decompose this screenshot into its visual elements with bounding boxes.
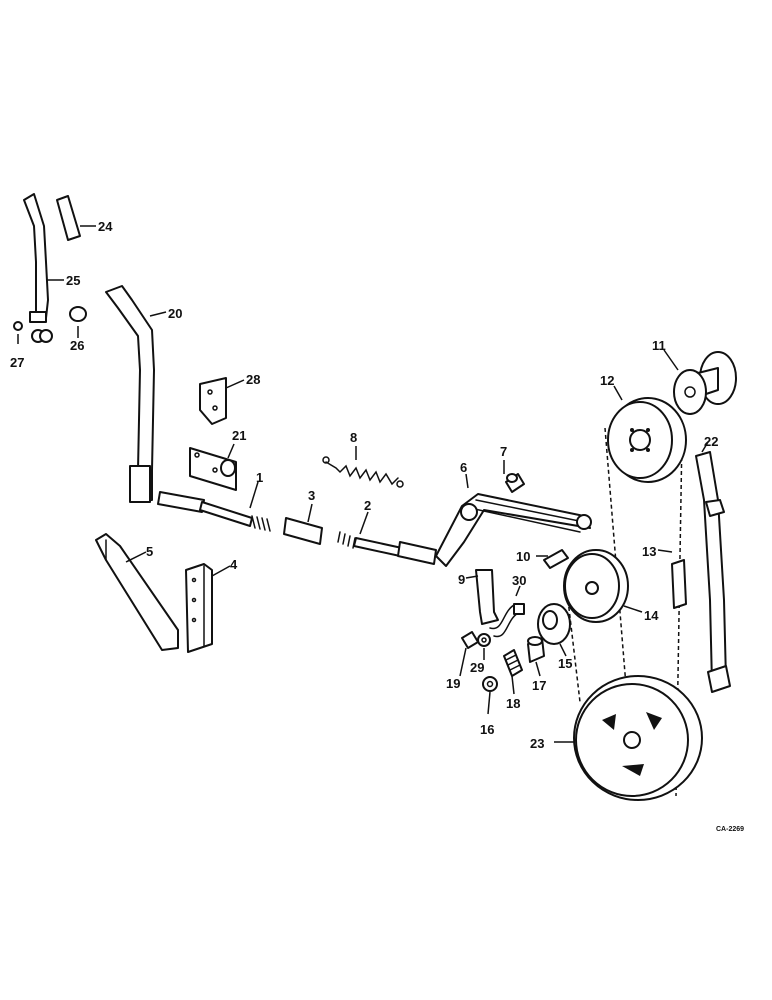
callout-5: 5 xyxy=(146,544,153,559)
part-29-fitting xyxy=(477,633,491,647)
part-27-nut xyxy=(13,321,23,331)
part-10-pin xyxy=(543,549,569,569)
part-24-handle-grip xyxy=(56,195,81,241)
part-3-coupling xyxy=(283,517,323,545)
part-2-rod xyxy=(337,531,437,565)
part-13-key xyxy=(671,559,687,609)
callout-24: 24 xyxy=(98,219,113,234)
callout-4: 4 xyxy=(230,557,238,572)
part-9-bracket xyxy=(475,569,499,625)
callout-15: 15 xyxy=(558,656,572,671)
part-28-bracket-plate xyxy=(199,377,227,425)
callout-3: 3 xyxy=(308,488,315,503)
callout-8: 8 xyxy=(350,430,357,445)
part-30-line xyxy=(489,603,525,638)
callout-26: 26 xyxy=(70,338,84,353)
callout-21: 21 xyxy=(232,428,246,443)
callout-25: 25 xyxy=(66,273,80,288)
part-5-bracket-arm xyxy=(95,533,179,651)
callout-13: 13 xyxy=(642,544,656,559)
part-17-bushing xyxy=(527,636,545,663)
callout-9: 9 xyxy=(458,572,465,587)
callout-10: 10 xyxy=(516,549,530,564)
callout-17: 17 xyxy=(532,678,546,693)
drawing-code: CA-2269 xyxy=(716,826,744,833)
part-7-pin xyxy=(505,473,525,493)
part-6-bell-crank-arm xyxy=(435,493,592,567)
callout-30: 30 xyxy=(512,573,526,588)
part-16-washer xyxy=(482,676,498,692)
callout-6: 6 xyxy=(460,460,467,475)
callout-22: 22 xyxy=(704,434,718,449)
part-22-support-bar xyxy=(695,451,731,693)
part-21-pivot-plate xyxy=(189,447,237,491)
callout-28: 28 xyxy=(246,372,260,387)
part-15-hub xyxy=(537,603,571,645)
part-20-control-lever xyxy=(105,285,155,503)
part-25-lever xyxy=(23,193,53,343)
callout-18: 18 xyxy=(506,696,520,711)
callout-7: 7 xyxy=(500,444,507,459)
callout-20: 20 xyxy=(168,306,182,321)
part-23-pulley xyxy=(573,675,703,801)
callout-labels: 24 25 27 26 20 28 21 1 8 3 2 7 6 10 9 5 … xyxy=(10,219,744,833)
callout-23: 23 xyxy=(530,736,544,751)
callout-12: 12 xyxy=(600,373,614,388)
callout-29: 29 xyxy=(470,660,484,675)
part-26-bushing xyxy=(69,306,87,322)
part-19-fitting xyxy=(461,631,479,649)
part-11-flange-coupling xyxy=(673,351,737,415)
part-8-spring xyxy=(322,456,404,488)
callout-14: 14 xyxy=(644,608,659,623)
part-1-rod xyxy=(157,491,271,532)
callout-19: 19 xyxy=(446,676,460,691)
callout-11: 11 xyxy=(652,338,666,353)
callout-27: 27 xyxy=(10,355,24,370)
leader-lines xyxy=(17,225,709,743)
part-4-angle-bracket xyxy=(185,563,213,653)
callout-1: 1 xyxy=(256,470,263,485)
callout-16: 16 xyxy=(480,722,494,737)
part-18-threaded-bushing xyxy=(503,649,523,677)
callout-2: 2 xyxy=(364,498,371,513)
part-12-pulley xyxy=(607,397,687,483)
part-14-pulley xyxy=(563,549,629,623)
